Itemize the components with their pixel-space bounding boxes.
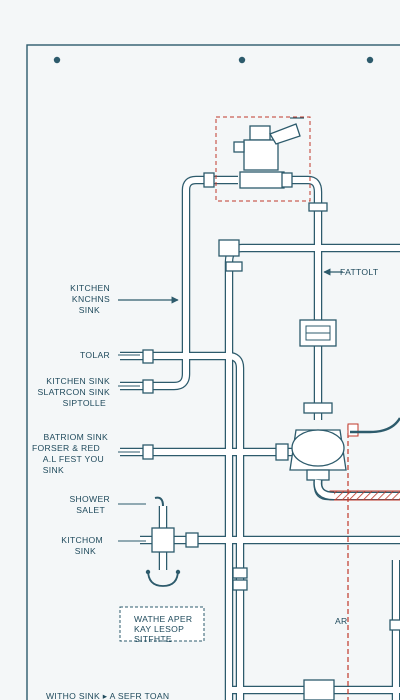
label-shower-2: SALET xyxy=(76,505,105,515)
tee-fitting xyxy=(289,429,347,481)
label-bathroom-sink-1: BATRIOM SINK xyxy=(43,432,108,442)
label-kitchen-sink-lower-2: SINK xyxy=(75,546,96,556)
label-kitchen-sink-group-2: SLATRCON SINK xyxy=(37,387,110,397)
label-kitchen-sink-lower-1: KITCHOM xyxy=(61,535,103,545)
label-bathroom-sink-2: FORSER & RED xyxy=(32,443,100,453)
label-kitchen-sink-top-2: KNCHNS xyxy=(72,294,110,304)
label-bathroom-sink-4: SINK xyxy=(43,465,64,475)
label-kitchen-sink-group-3: SIPTOLLE xyxy=(63,398,106,408)
label-kitchen-sink-group-1: KITCHEN SINK xyxy=(46,376,110,386)
pipe-couplings xyxy=(142,172,400,700)
screw-icon xyxy=(53,56,374,64)
label-water-box-1: WATHE APER xyxy=(134,614,192,624)
label-tolar: TOLAR xyxy=(80,350,110,360)
label-bottom: WITHO SINK ▸ A SEFR TOAN xyxy=(46,691,169,700)
red-marker xyxy=(347,423,359,437)
label-ar: AR xyxy=(335,616,348,626)
label-water-box-3: SITFHTE xyxy=(134,634,172,644)
shower-head-icon xyxy=(145,496,181,587)
label-kitchen-sink-top-1: KITCHEN xyxy=(70,283,110,293)
label-shower-1: SHOWER xyxy=(70,494,110,504)
faucet-icon xyxy=(233,117,304,189)
valve-icon xyxy=(299,319,337,347)
supply-line xyxy=(350,417,400,434)
label-kitchen-sink-top-3: SINK xyxy=(79,305,100,315)
faucet-detail-box xyxy=(215,116,311,202)
label-faucet: FATTOLT xyxy=(340,267,379,277)
hatched-pipe xyxy=(329,490,400,501)
water-label-box xyxy=(119,606,205,642)
label-water-box-2: KAY LESOP xyxy=(134,624,184,634)
label-bathroom-sink-3: A.L FEST YOU xyxy=(43,454,104,464)
drawing-frame xyxy=(26,44,400,700)
arrow-icon xyxy=(118,268,343,542)
